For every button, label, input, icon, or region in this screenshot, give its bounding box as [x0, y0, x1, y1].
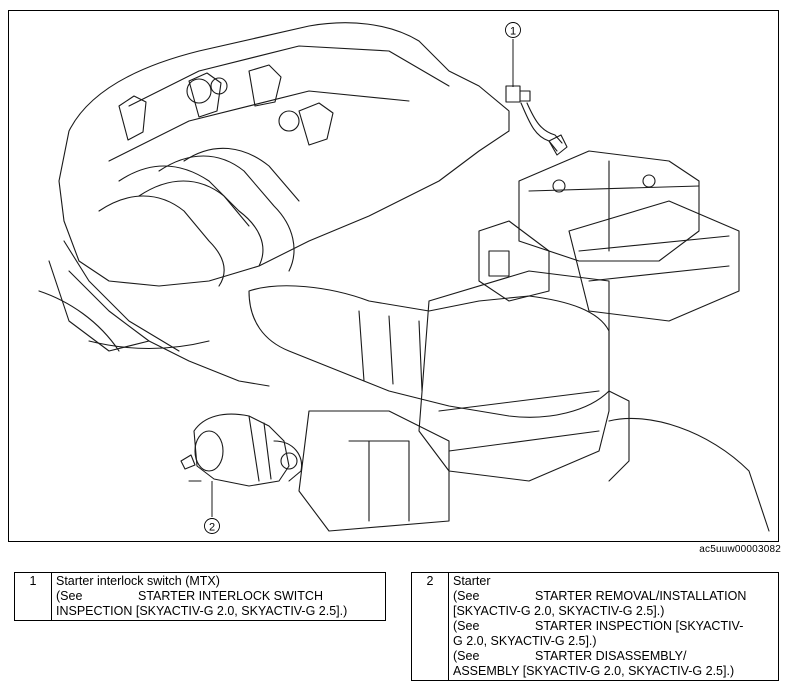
engine-illustration: 1 2: [8, 10, 779, 542]
legend-1-number: 1: [14, 572, 52, 621]
intake-manifold: [48, 147, 300, 387]
starter-motor: [180, 413, 303, 487]
callout-1-label: 1: [510, 26, 516, 38]
legend-1-title: Starter interlock switch (MTX): [56, 574, 220, 588]
legend-1-ref-1-link[interactable]: STARTER INTERLOCK SWITCH: [138, 589, 323, 603]
callout-2-label: 2: [209, 522, 215, 534]
legend-2-ref-3-link[interactable]: STARTER DISASSEMBLY/: [535, 649, 687, 663]
ignition-coils: [118, 64, 334, 146]
legend-2-number: 2: [411, 572, 449, 681]
fuse-box: [568, 200, 740, 322]
legend-2-ref-1-link[interactable]: STARTER REMOVAL/INSTALLATION: [535, 589, 747, 603]
legend-2-title: Starter: [453, 574, 491, 588]
starter-interlock-switch: [505, 85, 568, 156]
legend-2-ref-3-cont: ASSEMBLY [SKYACTIV-G 2.0, SKYACTIV-G 2.5…: [453, 664, 735, 678]
battery: [518, 150, 700, 262]
legend-2-ref-1-cont: [SKYACTIV-G 2.0, SKYACTIV-G 2.5].): [453, 604, 665, 618]
callout-1: 1: [505, 22, 521, 38]
legend-2-ref-2-link[interactable]: STARTER INSPECTION [SKYACTIV-: [535, 619, 744, 633]
legend-2-ref-2-cont: G 2.0, SKYACTIV-G 2.5].): [453, 634, 597, 648]
engine-head-outline: [58, 22, 510, 287]
air-cleaner-box: [418, 270, 610, 482]
legend-1-ref-1-cont: INSPECTION [SKYACTIV-G 2.0, SKYACTIV-G 2…: [56, 604, 348, 618]
engine-line-drawing: 1 2: [38, 22, 770, 534]
figure-code: ac5uuw00003082: [699, 544, 781, 555]
callout-2: 2: [204, 518, 220, 534]
